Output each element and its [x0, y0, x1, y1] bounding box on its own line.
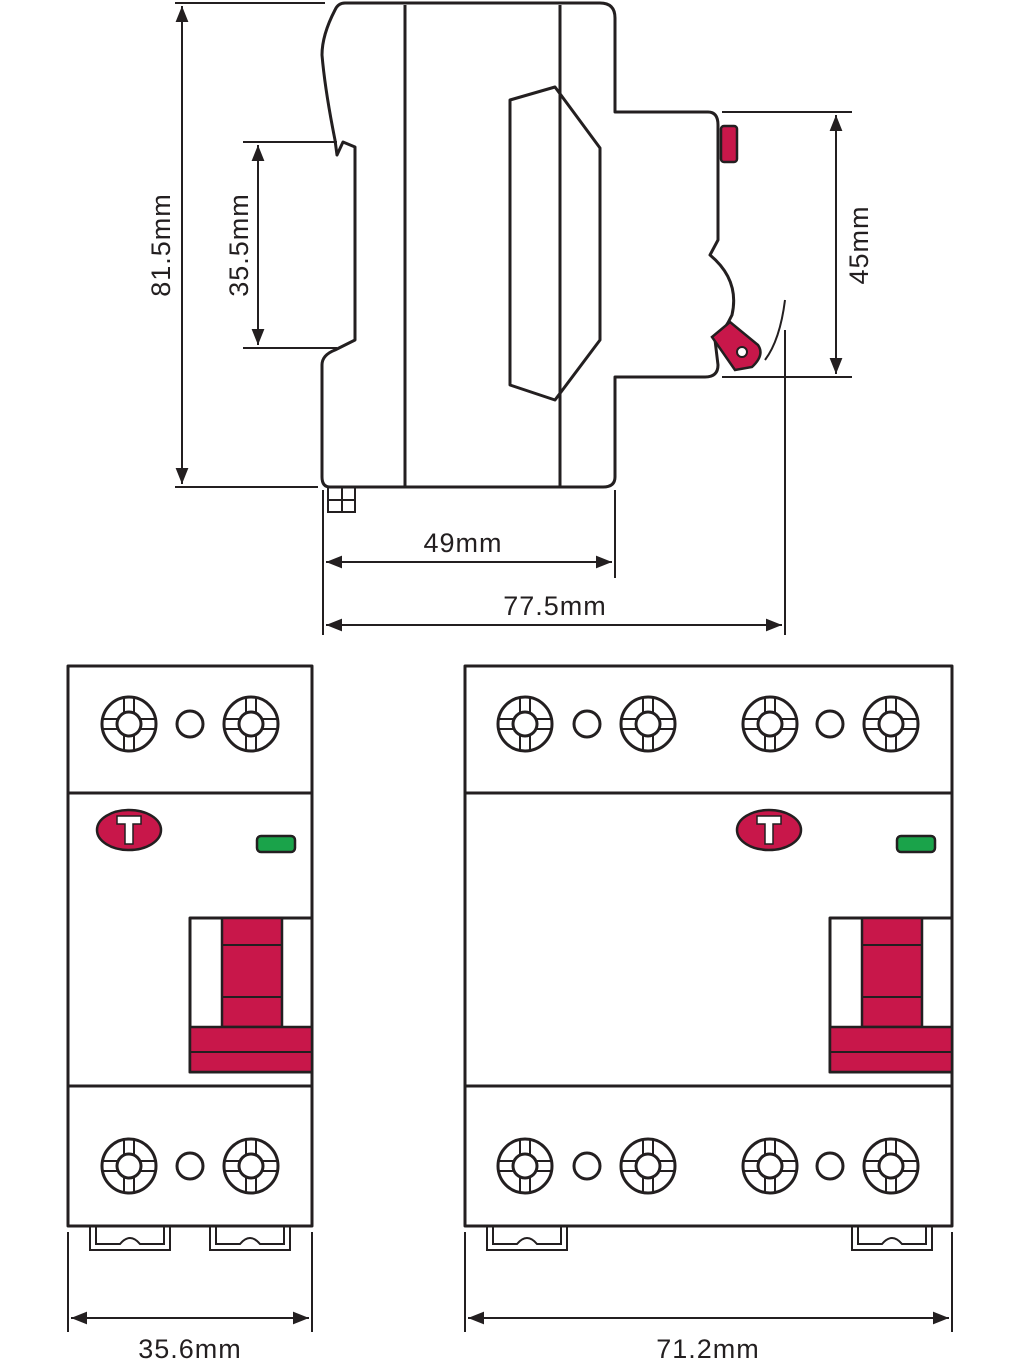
terminal-indicator-hole	[572, 709, 602, 739]
side-clip	[327, 487, 356, 513]
din-clip	[209, 1226, 291, 1251]
side-toggle-lever	[710, 320, 762, 372]
test-button	[719, 124, 739, 164]
brand-logo	[735, 808, 803, 852]
dim-label-front-height: 45mm	[844, 205, 874, 284]
side-view: 81.5mm 35.5mm 45mm 49mm 77.5mm	[146, 1, 874, 635]
dim-label-din-rail: 35.5mm	[224, 193, 254, 297]
din-clip	[89, 1226, 171, 1251]
dim-49: 49mm	[322, 490, 616, 635]
terminal-screw-icon	[862, 695, 920, 753]
dim-35-5: 35.5mm	[224, 141, 337, 349]
status-indicator-led	[255, 834, 297, 854]
dim-81-5: 81.5mm	[146, 2, 325, 488]
terminal-screw-icon	[862, 1137, 920, 1195]
front-view-4p	[463, 664, 954, 1332]
dim-label-4p-width: 71.2mm	[656, 1334, 760, 1364]
dim-label-total-height: 81.5mm	[146, 193, 176, 297]
toggle-handle	[828, 916, 954, 1074]
dim-label-body-depth: 49mm	[423, 528, 502, 558]
terminal-indicator-hole	[815, 1151, 845, 1181]
toggle-arc	[764, 299, 786, 361]
dim-label-total-depth: 77.5mm	[503, 591, 607, 621]
terminal-indicator-hole	[815, 709, 845, 739]
din-clip	[851, 1226, 933, 1251]
terminal-screw-icon	[496, 1137, 554, 1195]
dim-label-2p-width: 35.6mm	[138, 1334, 242, 1364]
terminal-screw-icon	[741, 695, 799, 753]
side-front-panel	[508, 85, 602, 402]
din-clip	[486, 1226, 568, 1251]
brand-logo	[95, 808, 163, 852]
terminal-screw-icon	[222, 695, 280, 753]
dim-45: 45mm	[722, 111, 874, 378]
toggle-handle	[188, 916, 314, 1074]
terminal-indicator-hole	[175, 1151, 205, 1181]
terminal-screw-icon	[100, 695, 158, 753]
terminal-screw-icon	[100, 1137, 158, 1195]
status-indicator-led	[895, 834, 937, 854]
terminal-screw-icon	[496, 695, 554, 753]
terminal-indicator-hole	[572, 1151, 602, 1181]
dim-77-5: 77.5mm	[326, 330, 786, 635]
terminal-indicator-hole	[175, 709, 205, 739]
front-view-2p	[66, 664, 314, 1332]
terminal-screw-icon	[619, 695, 677, 753]
terminal-screw-icon	[741, 1137, 799, 1195]
terminal-screw-icon	[222, 1137, 280, 1195]
terminal-screw-icon	[619, 1137, 677, 1195]
side-body-outline	[320, 1, 736, 489]
